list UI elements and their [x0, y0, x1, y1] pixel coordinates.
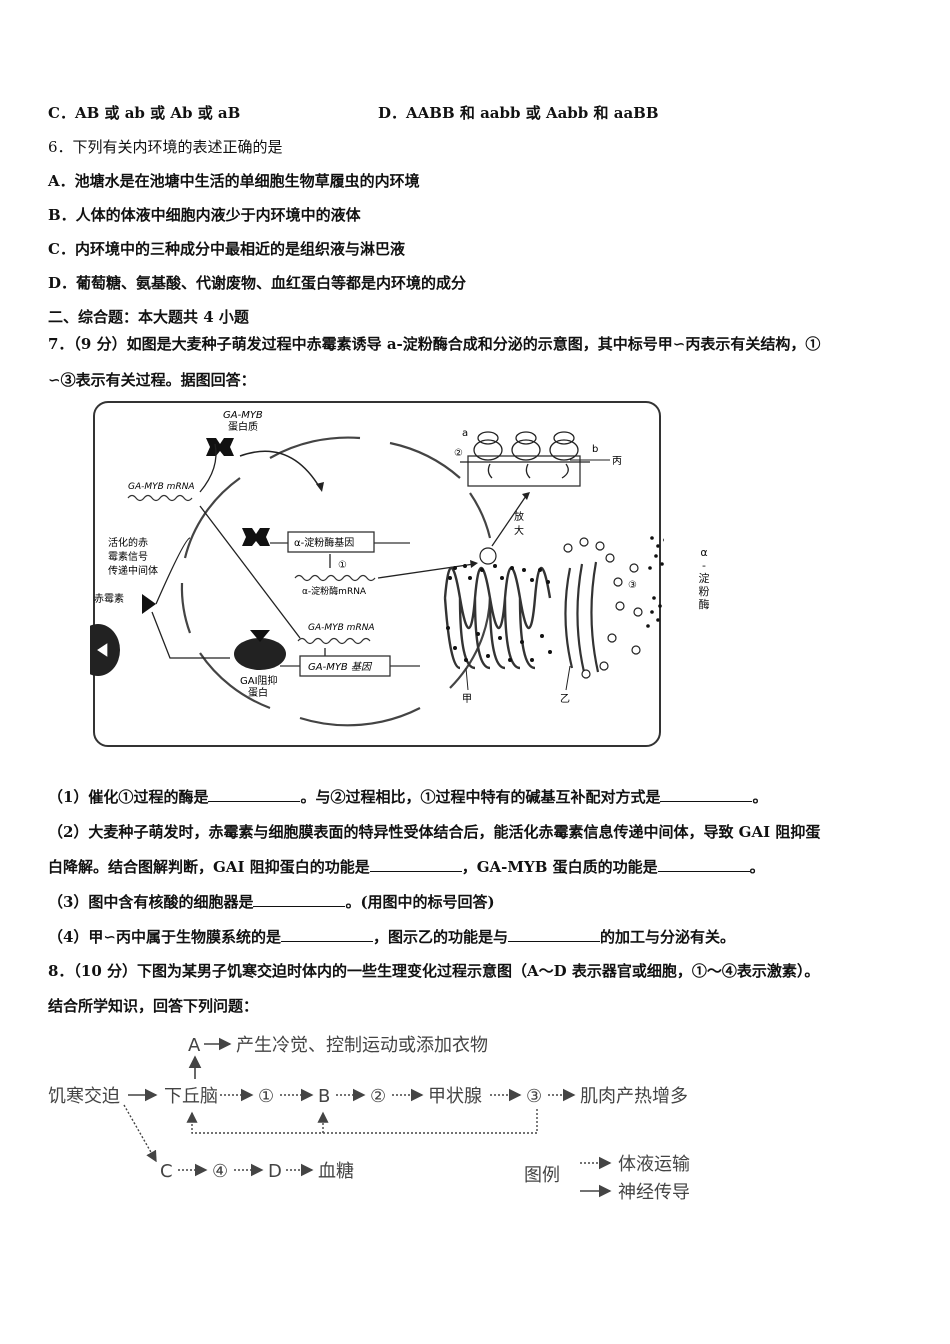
section-heading: 二、综合题：本大题共 4 小题	[48, 308, 249, 326]
hypothalamus: 下丘脑	[164, 1086, 218, 1107]
rough-er	[443, 566, 552, 670]
q5-option-c: C．AB 或 ab 或 Ab 或 aB	[48, 104, 241, 122]
node-c: C	[160, 1161, 173, 1182]
q7-part2-line2: 白降解。结合图解判断，GAI 阻抑蛋白的功能是，GA-MYB 蛋白质的功能是。	[48, 857, 765, 876]
answer-blank[interactable]	[253, 892, 346, 907]
flow-start: 饥寒交迫	[48, 1086, 120, 1107]
label-zoom-1: 放	[514, 510, 524, 523]
label-step2: ②	[454, 448, 463, 459]
hormone-3: ③	[526, 1086, 542, 1107]
label-protein: 蛋白质	[228, 420, 258, 433]
q7-part2-line1: （2）大麦种子萌发时，赤霉素与细胞膜表面的特异性受体结合后，能活化赤霉素信息传递…	[48, 823, 821, 841]
label-amylase-mrna: α-淀粉酶mRNA	[302, 585, 367, 597]
ribosomes	[460, 431, 590, 479]
hormone-2: ②	[370, 1086, 386, 1107]
answer-blank[interactable]	[208, 787, 301, 802]
label-gamyb-gene: GA-MYB 基因	[308, 661, 373, 673]
q6-option-a: A．池塘水是在池塘中生活的单细胞生物草履虫的内环境	[48, 172, 420, 190]
q7-part4: （4）甲∽丙中属于生物膜系统的是，图示乙的功能是与的加工与分泌有关。	[48, 927, 736, 946]
enzyme-char-5: 酶	[698, 598, 710, 611]
enzyme-char-1: α	[700, 546, 708, 559]
gai-repressor-shape	[234, 638, 286, 670]
protein-on-gene	[242, 528, 270, 546]
label-signal-3: 传递中间体	[108, 564, 158, 577]
q6-stem: 6．下列有关内环境的表述正确的是	[48, 138, 283, 156]
legend-fluid: 体液运输	[618, 1154, 690, 1175]
blood-sugar: 血糖	[318, 1161, 354, 1182]
label-b: b	[592, 444, 598, 455]
label-gamyb-protein: GA-MYB	[223, 410, 263, 421]
label-a: a	[462, 428, 468, 439]
label-gamyb-mrna-bottom: GA-MYB mRNA	[308, 623, 375, 633]
legend-title: 图例	[524, 1165, 560, 1186]
q8-stem-line2: 结合所学知识，回答下列问题：	[48, 997, 259, 1015]
q7-stem-line2: ∽③表示有关过程。据图回答：	[48, 371, 256, 389]
er-ribosome-dots	[446, 564, 552, 662]
q7-part3: （3）图中含有核酸的细胞器是。(用图中的标号回答)	[48, 892, 495, 911]
answer-blank[interactable]	[281, 927, 374, 942]
node-b: B	[318, 1086, 330, 1107]
q6-option-b: B．人体的体液中细胞内液少于内环境中的液体	[48, 206, 361, 224]
q6-option-d: D．葡萄糖、氨基酸、代谢废物、血红蛋白等都是内环境的成分	[48, 274, 467, 292]
cell-outline	[93, 401, 661, 747]
answer-blank[interactable]	[657, 857, 750, 872]
q8-flow-diagram: A 产生冷觉、控制运动或添加衣物 饥寒交迫 下丘脑 ① B ② 甲状腺 ③ 肌肉…	[48, 1035, 690, 1203]
label-signal-1: 活化的赤	[108, 536, 148, 549]
node-a: A	[188, 1035, 201, 1056]
thyroid: 甲状腺	[428, 1086, 482, 1107]
a-effect: 产生冷觉、控制运动或添加衣物	[236, 1035, 488, 1056]
label-step3: ③	[628, 580, 637, 591]
answer-blank[interactable]	[369, 857, 462, 872]
label-gamyb-mrna-top: GA-MYB mRNA	[128, 482, 195, 492]
enzyme-char-3: 淀	[698, 572, 710, 585]
label-bing: 丙	[612, 456, 622, 467]
label-gai-1: GAI阻抑	[240, 675, 278, 687]
q5-option-d: D．AABB 和 aabb 或 Aabb 和 aaBB	[378, 104, 659, 122]
node-d: D	[268, 1161, 282, 1182]
answer-blank[interactable]	[508, 927, 601, 942]
label-zoom-2: 大	[514, 524, 524, 537]
label-gibberellin: 赤霉素	[94, 592, 124, 605]
amylase-secreted-dots	[646, 536, 664, 628]
answer-blank[interactable]	[660, 787, 753, 802]
label-step1: ①	[338, 560, 347, 571]
label-amylase-vertical: α - 淀 粉 酶	[697, 546, 711, 611]
vesicles	[563, 537, 643, 679]
legend-nerve: 神经传导	[618, 1182, 690, 1203]
hormone-4: ④	[212, 1161, 228, 1182]
nuclear-envelope	[180, 436, 492, 727]
label-amylase-gene: α-淀粉酶基因	[294, 536, 354, 549]
q7-stem-line1: 7．（9 分）如图是大麦种子萌发过程中赤霉素诱导 a-淀粉酶合成和分泌的示意图，…	[48, 335, 821, 353]
label-yi: 乙	[560, 693, 570, 705]
label-jia: 甲	[462, 694, 472, 705]
golgi	[564, 561, 600, 673]
q7-part1: （1）催化①过程的酶是。与②过程相比，①过程中特有的碱基互补配对方式是。	[48, 787, 768, 806]
q7-figure: GA-MYB 蛋白质 GA-MYB mRNA α-淀粉酶基因 ① α-淀粉酶mR…	[90, 401, 664, 747]
effect: 肌肉产热增多	[580, 1086, 688, 1107]
label-signal-2: 霉素信号	[108, 550, 148, 563]
label-gai-2: 蛋白	[248, 686, 268, 699]
enzyme-char-4: 粉	[698, 585, 710, 598]
q6-option-c: C．内环境中的三种成分中最相近的是组织液与淋巴液	[48, 240, 405, 258]
hormone-1: ①	[258, 1086, 274, 1107]
gamyb-protein-shape	[206, 438, 234, 456]
q8-stem-line1: 8．（10 分）下图为某男子饥寒交迫时体内的一些生理变化过程示意图（A～D 表示…	[48, 962, 820, 980]
enzyme-char-2: -	[702, 559, 706, 572]
